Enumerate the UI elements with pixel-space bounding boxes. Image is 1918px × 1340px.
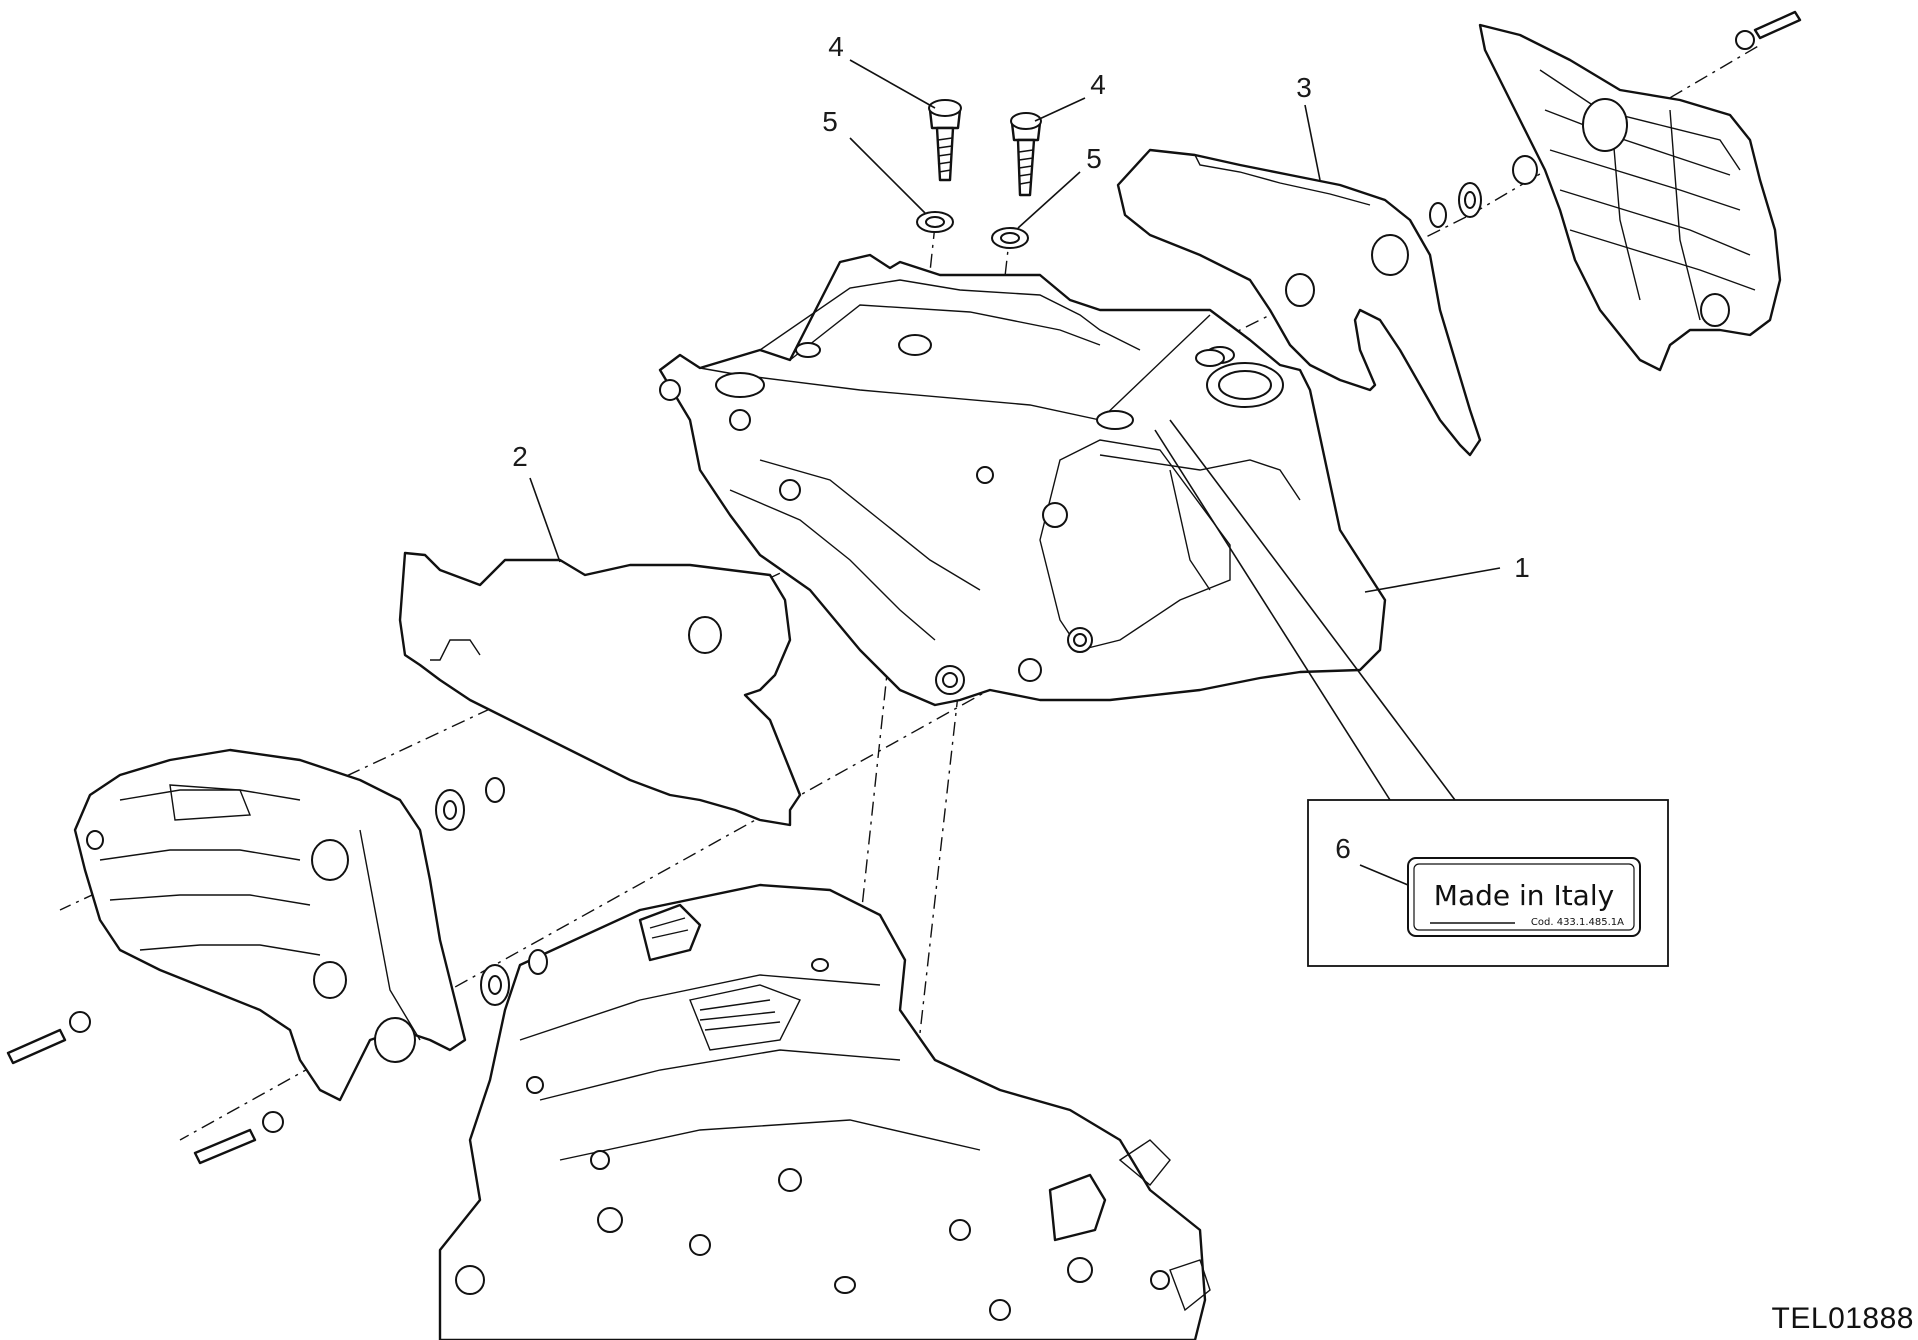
right-cover-part-3	[1116, 148, 1482, 457]
drawing-reference-code: TEL01888	[1771, 1302, 1914, 1335]
frame-part-1	[658, 253, 1387, 707]
callout-4-right: 4	[1090, 69, 1106, 100]
engine-block	[438, 883, 1211, 1340]
washer-right	[991, 227, 1029, 249]
callout-5-left: 5	[822, 106, 838, 137]
callout-1: 1	[1514, 552, 1530, 583]
callout-numbers: 1 2 3 4 4 5 5 6	[512, 31, 1530, 864]
left-side-bracket	[6, 748, 548, 1165]
callout-3: 3	[1296, 72, 1312, 103]
callout-leaders	[529, 59, 1501, 886]
callout-4-left: 4	[828, 31, 844, 62]
label-detail-box: Made in Italy Cod. 433.1.485.1A	[1154, 419, 1669, 967]
callout-5-right: 5	[1086, 143, 1102, 174]
left-cover-part-2	[398, 551, 802, 827]
callout-2: 2	[512, 441, 528, 472]
bolt-left	[928, 99, 962, 182]
right-side-bracket	[1429, 10, 1802, 372]
bolt-right	[1010, 112, 1042, 197]
washer-left	[916, 211, 954, 233]
label-title: Made in Italy	[1434, 879, 1614, 912]
label-code: Cod. 433.1.485.1A	[1531, 917, 1624, 928]
callout-6: 6	[1335, 833, 1351, 864]
